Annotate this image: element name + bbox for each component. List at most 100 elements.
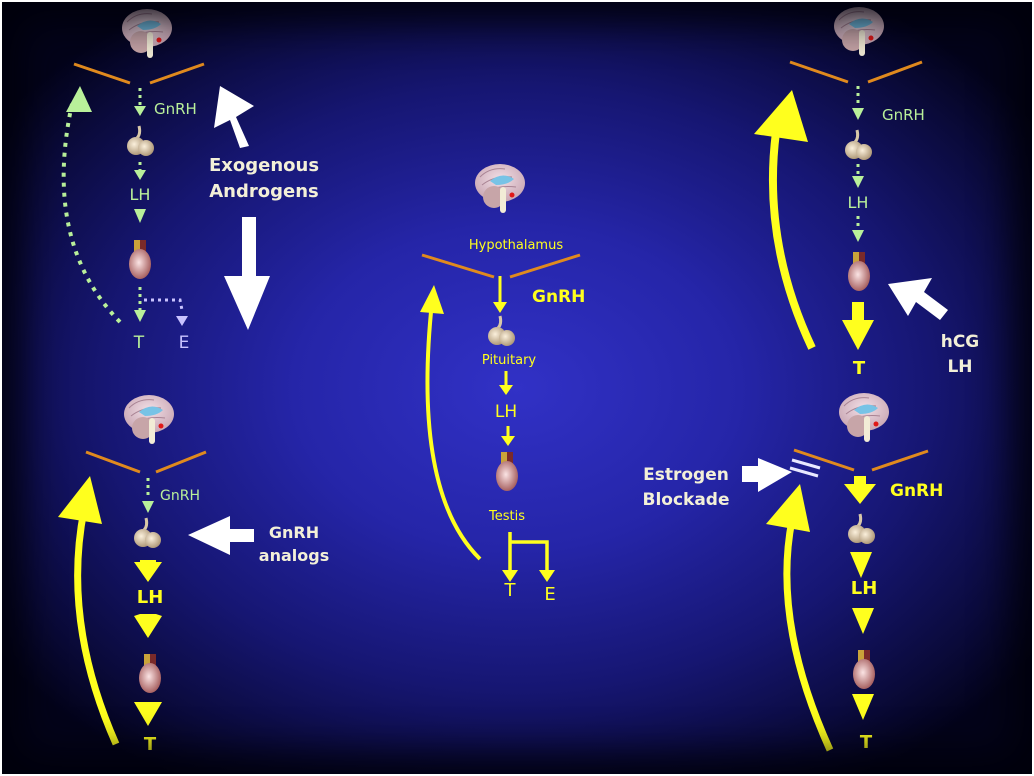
t-label: T xyxy=(853,358,866,379)
t-label: T xyxy=(133,333,145,353)
arrowhead xyxy=(539,570,555,582)
brain-icon xyxy=(838,392,890,443)
feedback-arrowhead xyxy=(420,285,444,314)
panel-hcg-lh: GnRH LH T hCG LH xyxy=(754,6,980,379)
brain-icon xyxy=(474,163,526,214)
testis-label: Testis xyxy=(488,509,525,524)
arrowhead xyxy=(134,310,146,322)
feedback-arrowhead xyxy=(58,476,102,524)
brain-icon xyxy=(121,8,173,59)
white-arrow-right-icon xyxy=(742,458,792,492)
intervention-label-line2: Androgens xyxy=(209,181,319,202)
panel-exogenous-androgens: GnRH LH T E Exogenous Androgens xyxy=(61,8,319,353)
intervention-label-line1: GnRH xyxy=(269,523,319,542)
arrowhead xyxy=(852,108,864,120)
lh-label: LH xyxy=(848,193,869,212)
feedback-arrowhead xyxy=(754,90,808,142)
hypothalamus-boundary xyxy=(149,62,205,85)
intervention-label-line2: Blockade xyxy=(642,490,729,510)
arrow xyxy=(842,302,874,350)
arrowhead xyxy=(852,694,874,720)
gnrh-label: GnRH xyxy=(154,100,197,118)
hypothalamus-boundary xyxy=(155,450,207,474)
arrow xyxy=(844,476,876,504)
hypothalamus-boundary xyxy=(871,449,929,472)
dotted-feedback-arrow xyxy=(61,103,122,324)
intervention-label-line2: LH xyxy=(947,357,972,377)
panel-center-normal: Hypothalamus GnRH Pituitary LH Testis T … xyxy=(420,163,585,605)
arrowhead xyxy=(501,436,515,446)
split-arrows xyxy=(508,532,549,574)
pituitary-icon xyxy=(125,124,156,158)
t-label: T xyxy=(504,580,517,601)
brain-icon xyxy=(833,6,885,57)
arrowhead xyxy=(852,608,874,634)
lh-label: LH xyxy=(851,578,878,599)
hypothalamus-boundary xyxy=(789,60,849,84)
pituitary-icon xyxy=(132,516,163,550)
hypothalamus-boundary xyxy=(793,448,855,472)
arrowhead xyxy=(176,316,188,326)
feedback-arrow xyxy=(769,131,816,350)
white-arrow-left-icon xyxy=(188,516,254,555)
feedback-arrow xyxy=(425,301,482,561)
blockade-mark xyxy=(789,466,819,478)
gnrh-label: GnRH xyxy=(160,488,200,504)
arrowhead xyxy=(493,302,507,313)
arrowhead xyxy=(142,501,154,513)
arrowhead xyxy=(502,570,518,582)
intervention-label-line2: analogs xyxy=(259,546,329,565)
hypothalamus-boundary xyxy=(867,60,923,84)
intervention-label-line1: hCG xyxy=(941,332,980,352)
arrowhead xyxy=(499,385,513,395)
hypothalamus-boundary xyxy=(85,450,141,474)
feedback-arrow xyxy=(74,509,120,746)
testis-icon xyxy=(139,654,161,693)
lh-label: LH xyxy=(495,402,517,422)
pituitary-icon xyxy=(486,314,517,348)
arrowhead xyxy=(134,209,146,223)
feedback-arrow xyxy=(783,519,834,752)
testis-icon xyxy=(129,240,151,279)
pituitary-icon xyxy=(843,128,874,162)
e-label: E xyxy=(179,333,190,353)
white-arrow-down-icon xyxy=(224,217,270,330)
brain-icon xyxy=(123,394,175,445)
lh-label: LH xyxy=(130,185,151,204)
arrow xyxy=(134,560,162,582)
panel-gnrh-analogs: GnRH LH T GnRH analogs xyxy=(58,394,329,755)
arrowhead xyxy=(134,106,146,116)
arrowhead xyxy=(134,170,146,180)
hypothalamus-label: Hypothalamus xyxy=(469,238,563,253)
hypothalamus-boundary xyxy=(421,253,495,279)
lh-label: LH xyxy=(137,587,164,608)
pituitary-label: Pituitary xyxy=(482,353,537,368)
arrowhead xyxy=(134,702,162,726)
feedback-arrowhead xyxy=(766,484,810,532)
testis-icon xyxy=(848,252,870,291)
white-arrow-up-icon xyxy=(214,86,254,148)
intervention-label-line1: Estrogen xyxy=(643,465,729,485)
feedback-arrowhead xyxy=(66,86,92,112)
e-label: E xyxy=(544,584,555,605)
gnrh-label: GnRH xyxy=(882,106,925,124)
arrow xyxy=(134,614,162,638)
hypothalamus-boundary xyxy=(509,253,581,279)
blockade-mark xyxy=(791,458,821,470)
dotted-arrow-estrogen xyxy=(144,298,184,311)
gnrh-label: GnRH xyxy=(532,287,585,307)
gnrh-label: GnRH xyxy=(890,481,943,501)
testis-icon xyxy=(496,452,518,491)
white-arrow-diagonal-icon xyxy=(888,278,948,320)
t-label: T xyxy=(860,732,873,753)
arrowhead xyxy=(852,176,864,188)
hypothalamus-boundary xyxy=(73,62,131,85)
t-label: T xyxy=(144,734,157,755)
arrowhead xyxy=(850,552,872,578)
intervention-label-line1: Exogenous xyxy=(209,155,319,176)
testis-icon xyxy=(853,650,875,689)
panel-estrogen-blockade: GnRH LH T Estrogen Blockade xyxy=(642,392,943,753)
arrowhead xyxy=(852,230,864,242)
